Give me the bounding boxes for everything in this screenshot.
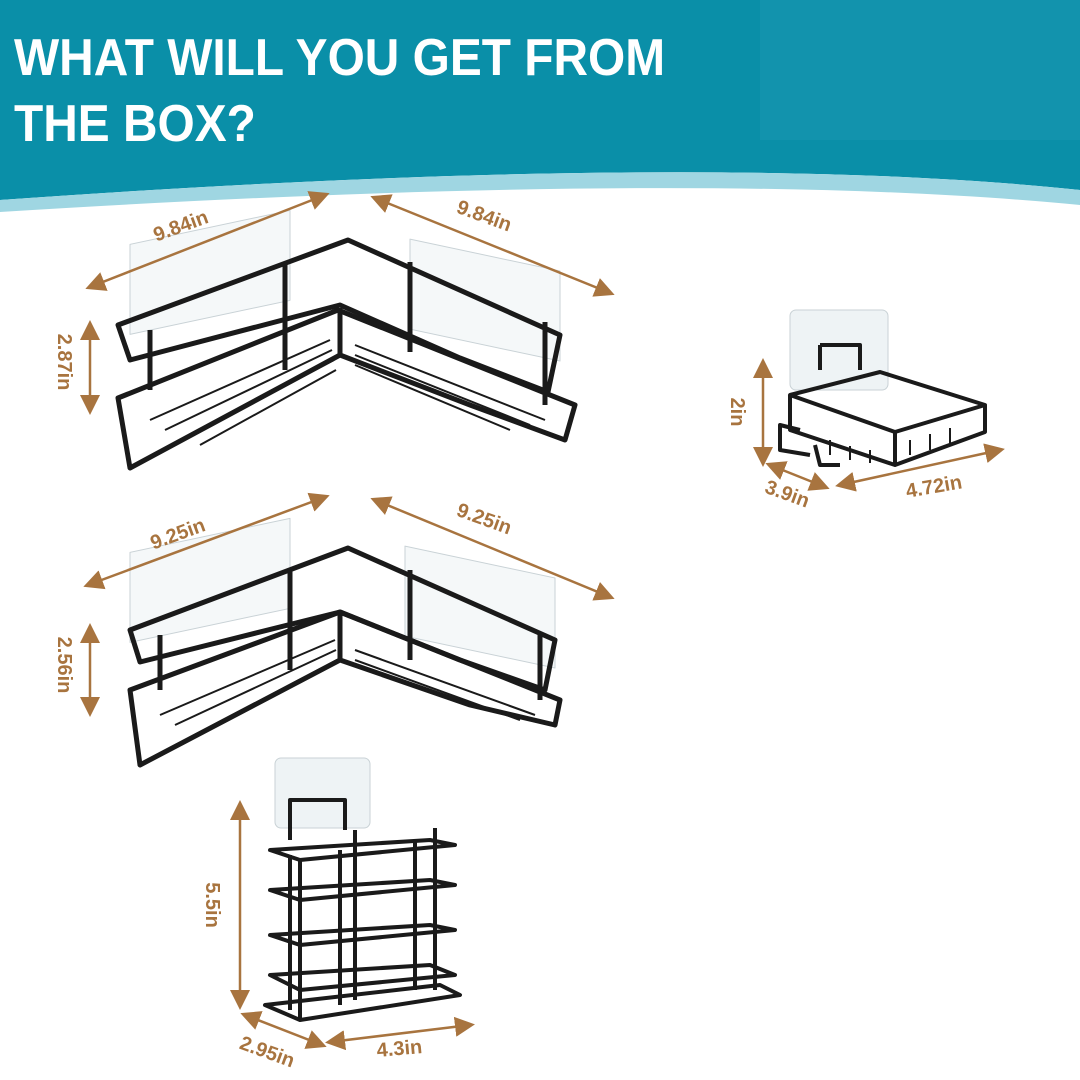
dim-holder-height: 5.5in (201, 882, 223, 928)
toothbrush-holder (263, 757, 462, 1022)
header-banner (0, 0, 1080, 212)
small-corner-shelf (127, 517, 563, 768)
dim-holder-depth: 2.95in (237, 1032, 298, 1072)
dim-large-right: 9.84in (454, 196, 515, 236)
dim-small-right: 9.25in (454, 499, 515, 539)
adhesive-pad (789, 309, 889, 391)
page-title-line1: WHAT WILL YOU GET FROM (14, 29, 666, 87)
page-title-line2: THE BOX? (14, 95, 256, 153)
dim-soap-depth: 3.9in (762, 476, 812, 512)
dim-soap-height: 2in (726, 398, 748, 427)
soap-dish (778, 309, 987, 467)
dimension-arrows (80, 191, 1005, 1051)
dim-small-height: 2.56in (53, 637, 75, 694)
dim-soap-width: 4.72in (904, 471, 964, 503)
dim-large-height: 2.87in (53, 334, 75, 391)
dim-holder-width: 4.3in (376, 1036, 423, 1062)
